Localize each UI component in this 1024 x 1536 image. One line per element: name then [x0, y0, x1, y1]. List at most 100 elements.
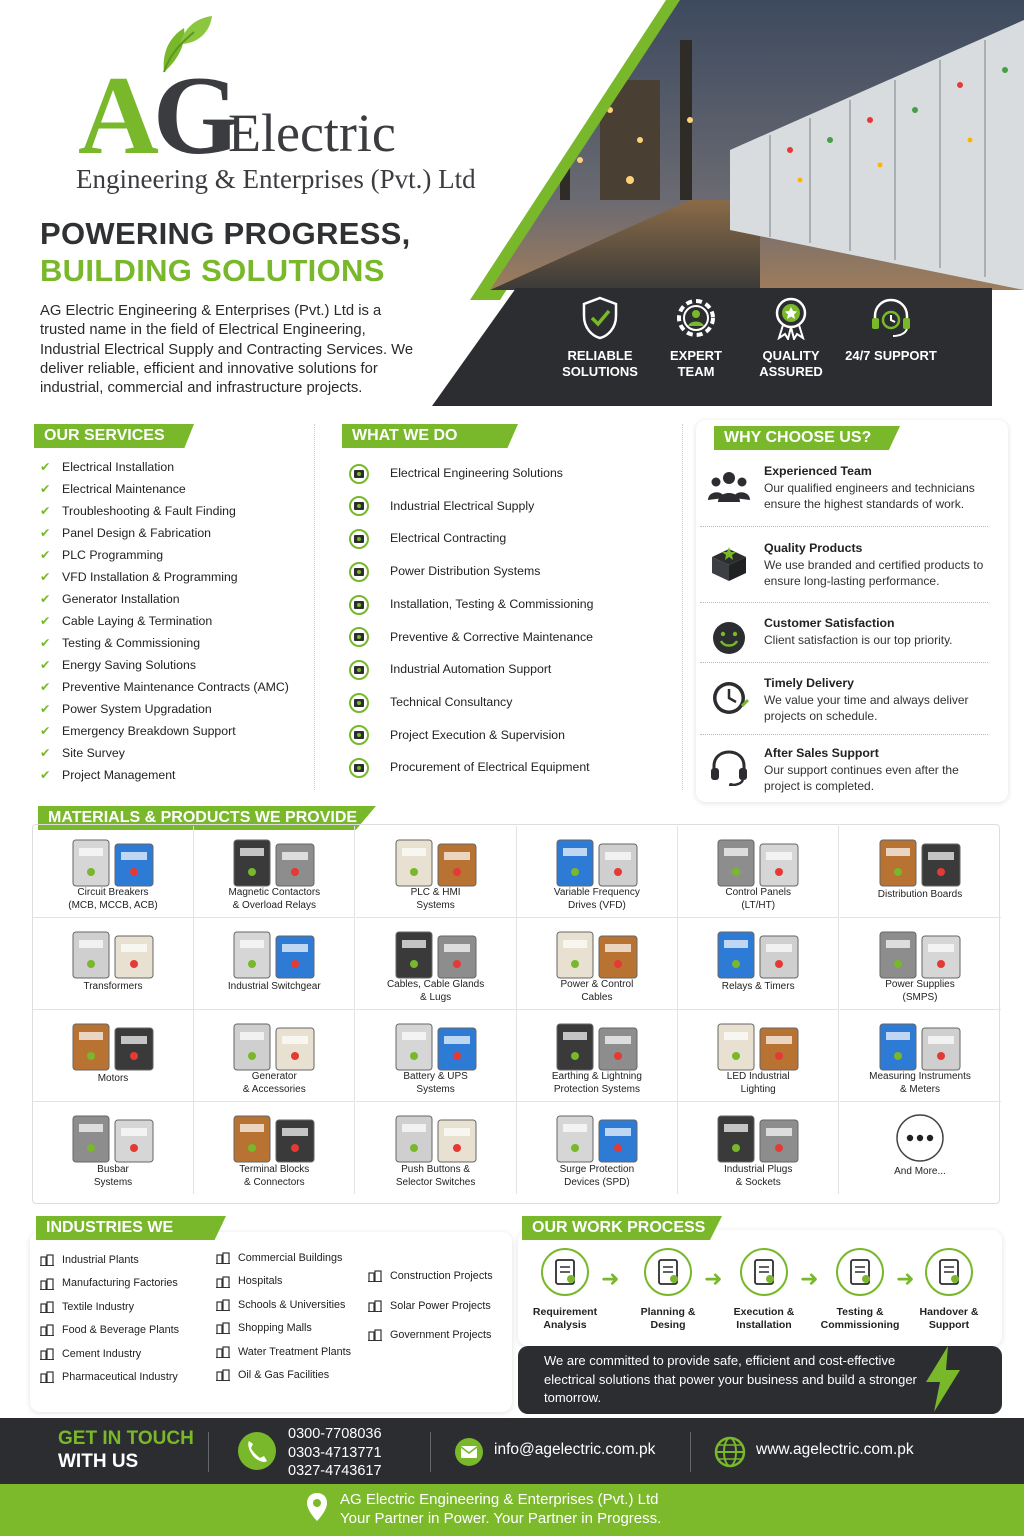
product-cell: Distribution Boards — [839, 826, 1001, 918]
consult-icon — [344, 690, 374, 716]
whatwedo-label: Procurement of Electrical Equipment — [390, 760, 590, 775]
check-icon: ✔ — [40, 768, 51, 782]
wrench-gear-icon — [344, 624, 374, 650]
product-label: Cables, Cable Glands& Lugs — [386, 979, 485, 1003]
whatwedo-item: Procurement of Electrical Equipment — [344, 754, 590, 780]
whatwedo-item: Industrial Electrical Supply — [344, 493, 534, 519]
building-icon — [368, 1270, 382, 1283]
whatwedo-label: Preventive & Corrective Maintenance — [390, 629, 593, 644]
product-cell: And More... — [840, 1102, 1001, 1194]
service-item: ✔VFD Installation & Programming — [40, 568, 238, 586]
industry-item: Manufacturing Factories — [40, 1275, 178, 1291]
globe-icon — [714, 1436, 746, 1468]
feature-badges-bar — [432, 288, 992, 406]
footer-tagline: Your Partner in Power. Your Partner in P… — [340, 1510, 662, 1527]
website-link[interactable]: www.agelectric.com.pk — [756, 1441, 914, 1458]
phone-icon — [238, 1432, 276, 1470]
building-icon — [40, 1324, 54, 1337]
product-label: Terminal Blocks& Connectors — [239, 1164, 310, 1188]
divider — [690, 1432, 691, 1472]
industry-label: Solar Power Projects — [390, 1299, 491, 1312]
bulb-gear-icon — [344, 461, 374, 487]
industry-label: Oil & Gas Facilities — [238, 1369, 330, 1381]
building-icon — [40, 1348, 54, 1361]
service-label: Power System Upgradation — [62, 702, 212, 716]
logo-name: Electric — [228, 103, 396, 163]
product-cell: Terminal Blocks& Connectors — [194, 1102, 356, 1194]
footer-company: AG Electric Engineering & Enterprises (P… — [340, 1491, 659, 1508]
industry-label: Cement Industry — [62, 1347, 142, 1360]
headset-icon — [711, 750, 747, 786]
product-label: And More... — [894, 1165, 946, 1177]
building-icon — [216, 1275, 230, 1289]
intro-text: AG Electric Engineering & Enterprises (P… — [40, 303, 414, 397]
building-icon — [40, 1371, 54, 1384]
phone-3[interactable]: 0327-4743617 — [288, 1463, 382, 1479]
service-item: ✔Cable Laying & Termination — [40, 612, 212, 630]
whatwedo-item: Preventive & Corrective Maintenance — [344, 624, 593, 650]
divider — [700, 662, 988, 663]
phone-list[interactable]: 0300-7708036 0303-4713771 0327-4743617 — [288, 1425, 382, 1481]
team-icon — [708, 472, 750, 502]
services-header: OUR SERVICES — [34, 424, 194, 448]
whatwedo-label: Industrial Automation Support — [390, 662, 552, 677]
check-icon: ✔ — [40, 614, 51, 628]
smiley-icon — [713, 622, 745, 654]
whatwedo-item: Project Execution & Supervision — [344, 722, 565, 748]
product-box-icon — [712, 547, 746, 581]
industry-item: Water Treatment Plants — [216, 1344, 351, 1360]
arrow-right-icon: ➜ — [601, 1266, 620, 1291]
product-cell: Transformers — [33, 918, 194, 1010]
phone-1[interactable]: 0300-7708036 — [288, 1426, 382, 1442]
whatwedo-label: Technical Consultancy — [390, 694, 513, 709]
service-label: Energy Saving Solutions — [62, 658, 196, 672]
robot-arm-icon — [344, 657, 374, 683]
service-label: PLC Programming — [62, 548, 164, 562]
product-label: Relays & Timers — [721, 980, 795, 992]
product-cell: Measuring Instruments& Meters — [839, 1010, 1001, 1102]
leaf-logo-icon — [163, 16, 212, 73]
divider — [700, 734, 988, 735]
tower-icon — [344, 559, 374, 585]
cta-line2: WITH US — [58, 1451, 139, 1472]
industry-item: Industrial Plants — [40, 1252, 139, 1268]
service-item: ✔Panel Design & Fabrication — [40, 524, 211, 542]
industry-label: Government Projects — [390, 1329, 492, 1342]
products-grid: Circuit Breakers(MCB, MCCB, ACB)Magnetic… — [32, 824, 1001, 1204]
toolbox-icon — [344, 526, 374, 552]
whatwedo-label: Electrical Contracting — [390, 531, 507, 546]
lightning-icon — [926, 1346, 960, 1412]
service-item: ✔Project Management — [40, 766, 175, 784]
product-label: Control Panels(LT/HT) — [725, 887, 791, 911]
clipboard-icon — [541, 1248, 589, 1296]
divider — [700, 526, 988, 527]
building-icon — [368, 1329, 382, 1342]
process-step: Planning &Desing — [624, 1248, 712, 1332]
commitment-text: We are committed to provide safe, effici… — [544, 1353, 917, 1405]
product-cell: Push Buttons &Selector Switches — [356, 1102, 517, 1194]
arrow-right-icon: ➜ — [896, 1266, 915, 1291]
check-icon: ✔ — [40, 526, 51, 540]
product-label: Measuring Instruments& Meters — [869, 1071, 971, 1095]
service-label: Testing & Commissioning — [62, 636, 201, 650]
whatwedo-item: Installation, Testing & Commissioning — [344, 591, 593, 617]
service-item: ✔Energy Saving Solutions — [40, 656, 196, 674]
building-icon — [216, 1252, 230, 1265]
arrow-right-icon: ➜ — [704, 1266, 723, 1291]
service-item: ✔Preventive Maintenance Contracts (AMC) — [40, 678, 289, 696]
building-icon — [40, 1277, 54, 1291]
email-link[interactable]: info@agelectric.com.pk — [494, 1441, 656, 1458]
service-item: ✔Power System Upgradation — [40, 700, 212, 718]
phone-2[interactable]: 0303-4713771 — [288, 1444, 382, 1461]
service-item: ✔Emergency Breakdown Support — [40, 722, 236, 740]
award-ribbon-icon — [775, 297, 807, 340]
headset-clock-icon — [872, 298, 910, 337]
headline-line1: POWERING PROGRESS, — [40, 216, 411, 251]
